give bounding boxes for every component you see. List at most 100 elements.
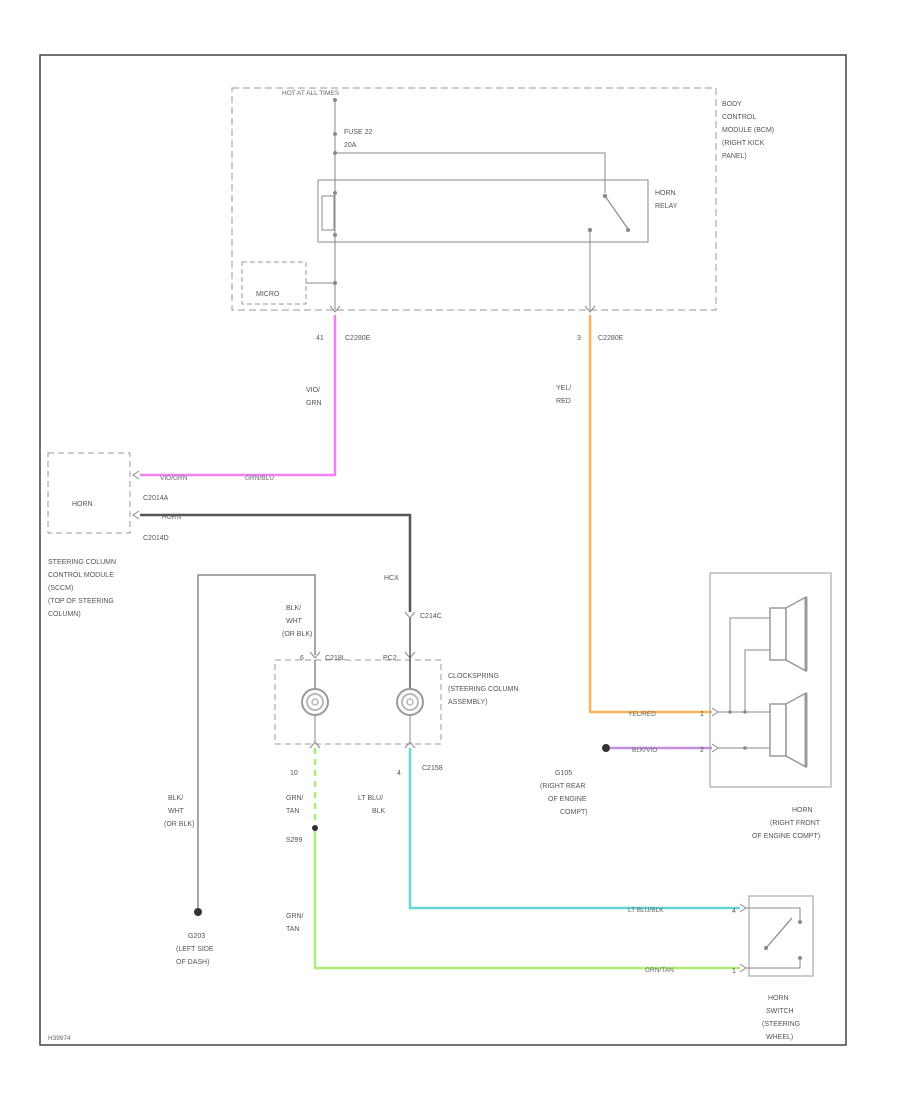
- horn-switch-box: [748, 895, 814, 977]
- wire-vio-grn-h-label: VIO/GRN: [160, 475, 188, 482]
- wire-ltblu-blk-label-1: LT BLU/: [358, 795, 383, 802]
- ground-g105-label-3: OF ENGINE: [548, 796, 587, 803]
- pin-3-label: 3: [577, 335, 581, 342]
- clockspring-label-1: CLOCKSPRING: [448, 673, 499, 680]
- wire-horn-h-label: HORN: [162, 514, 181, 521]
- wire-yel-red: [588, 315, 712, 714]
- ground-g203-label-1: G203: [188, 933, 205, 940]
- pin-10-label: 10: [290, 770, 298, 777]
- fuse-top-node: [333, 98, 337, 102]
- horn-switch-label-4: WHEEL): [766, 1034, 793, 1041]
- steering-column-control-module: HORN C2014A C2014D STEERING COLUMN CONTR…: [47, 452, 169, 618]
- pin-41-label: 41: [316, 335, 324, 342]
- bcm-label-4: (RIGHT KICK: [722, 140, 765, 147]
- ground-g203-icon: [194, 908, 202, 916]
- switch-pin-4-label: 4: [732, 908, 736, 915]
- fuse-label-1: FUSE 22: [344, 129, 373, 136]
- sccm-label-5: COLUMN): [48, 611, 81, 618]
- ground-g105-label-4: COMPT): [560, 809, 588, 816]
- bcm-label-5: PANEL): [722, 153, 747, 160]
- connector-c2280e-right-label: C2280E: [598, 335, 624, 342]
- clockspring-label-3: ASSEMBLY): [448, 699, 488, 706]
- wire-ltblu-blk-label-2: BLK: [372, 808, 386, 815]
- connector-c2014d-label: C2014D: [143, 535, 169, 542]
- hot-at-all-times-label: HOT AT ALL TIMES: [282, 90, 340, 97]
- splice-s299-label: S299: [286, 837, 302, 844]
- bcm-dashed-box: [231, 87, 717, 311]
- horn-switch-label-3: (STEERING: [762, 1021, 800, 1028]
- ground-g105-label-1: G105: [555, 770, 572, 777]
- wire-blk-wht-ground: [197, 574, 316, 910]
- cs-pin-6-label: 6: [300, 655, 304, 662]
- wire-grn-tan-label-2: TAN: [286, 808, 299, 815]
- wire-horn-dark: [140, 513, 412, 612]
- horn-switch-blade-icon: [765, 917, 793, 949]
- diagram-frame: [39, 54, 847, 1046]
- horn-assembly: 1 2 HORN (RIGHT FRONT OF ENGINE COMPT): [700, 572, 832, 840]
- fuse-label-2: 20A: [344, 142, 357, 149]
- ground-g105-icon: [602, 744, 610, 752]
- relay-coil-icon: [321, 195, 335, 231]
- wire-horn-v-label: HCX: [384, 575, 399, 582]
- sccm-horn-label: HORN: [72, 501, 93, 508]
- sccm-label-2: CONTROL MODULE: [48, 572, 114, 579]
- sccm-label-1: STEERING COLUMN: [48, 559, 116, 566]
- wire-grn-tan-h-label: GRN/TAN: [645, 967, 674, 974]
- connector-c2280e-left-label: C2280E: [345, 335, 371, 342]
- connector-c2158-label: C2158: [422, 765, 443, 772]
- sccm-label-4: (TOP OF STEERING: [48, 598, 114, 605]
- connector-c2014a-icon: [132, 470, 140, 480]
- horn-relay-label-1: HORN: [655, 190, 676, 197]
- connector-c2014a-label: C2014A: [143, 495, 169, 502]
- cs-pin-pc2-label: PC2: [383, 655, 397, 662]
- horn-relay-box: [317, 179, 649, 243]
- wire-grn-tan: [313, 828, 740, 970]
- horn-box: [709, 572, 832, 788]
- wire-blk-wht-label-1: BLK/: [286, 605, 301, 612]
- horn-label-2: (RIGHT FRONT: [770, 820, 821, 827]
- wire-blk-wht-b-label-3: (OR BLK): [164, 821, 194, 828]
- clockspring-dashed-box: [274, 659, 442, 745]
- horn-label-3: OF ENGINE COMPT): [752, 833, 820, 840]
- bcm-label-2: CONTROL: [722, 114, 756, 121]
- wire-vio-grn-label-2: GRN: [306, 400, 322, 407]
- connector-c214c-label: C214C: [420, 613, 442, 620]
- connector-c2280e-right-icon: [584, 305, 596, 313]
- horn-speaker-lower-icon: [769, 691, 808, 769]
- switch-pin-1-label: 1: [732, 968, 736, 975]
- wire-blk-wht-b-label-2: WHT: [168, 808, 185, 815]
- clockspring-coil-left-icon: [301, 688, 329, 716]
- sccm-label-3: (SCCM): [48, 585, 73, 592]
- connector-c218l-label: C218L: [325, 655, 346, 662]
- wire-grn-tan-b-label-2: TAN: [286, 926, 299, 933]
- horn-switch-label-1: HORN: [768, 995, 789, 1002]
- ground-g203-label-3: OF DASH): [176, 959, 209, 966]
- pin-4-label: 4: [397, 770, 401, 777]
- wire-vio-grn-label-1: VIO/: [306, 387, 320, 394]
- wire-ltblu-blk-h-label: LT BLU/BLK: [628, 907, 664, 914]
- wire-blk-wht-b-label-1: BLK/: [168, 795, 183, 802]
- wire-yel-red-label-2: RED: [556, 398, 571, 405]
- horn-relay-label-2: RELAY: [655, 203, 678, 210]
- sccm-dashed-box: [47, 452, 131, 534]
- wire-yel-red-h-label: YEL/RED: [628, 711, 656, 718]
- wire-grn-tan-label-1: GRN/: [286, 795, 304, 802]
- ground-g203-label-2: (LEFT SIDE: [176, 946, 214, 953]
- wire-blk-wht-label-2: WHT: [286, 618, 303, 625]
- connector-c214c-icon: [404, 611, 416, 619]
- bcm-label-1: BODY: [722, 101, 742, 108]
- horn-pin-1-label: 1: [700, 711, 704, 718]
- splice-s299-icon: [312, 825, 318, 831]
- horn-switch: 4 1 HORN SWITCH (STEERING WHEEL): [732, 895, 814, 1041]
- micro-label: MICRO: [256, 291, 280, 298]
- clockspring-label-2: (STEERING COLUMN: [448, 686, 518, 693]
- wire-blk-wht-label-3: (OR BLK): [282, 631, 312, 638]
- body-control-module: HOT AT ALL TIMES BODY CONTROL MODULE (BC…: [231, 87, 774, 313]
- horn-switch-label-2: SWITCH: [766, 1008, 794, 1015]
- horn-label-1: HORN: [792, 807, 813, 814]
- wire-grn-blu-h-label: GRN/BLU: [245, 475, 274, 482]
- wire-grn-tan-b-label-1: GRN/: [286, 913, 304, 920]
- figure-code: H39974: [48, 1035, 71, 1042]
- connector-c2014d-icon: [132, 510, 140, 520]
